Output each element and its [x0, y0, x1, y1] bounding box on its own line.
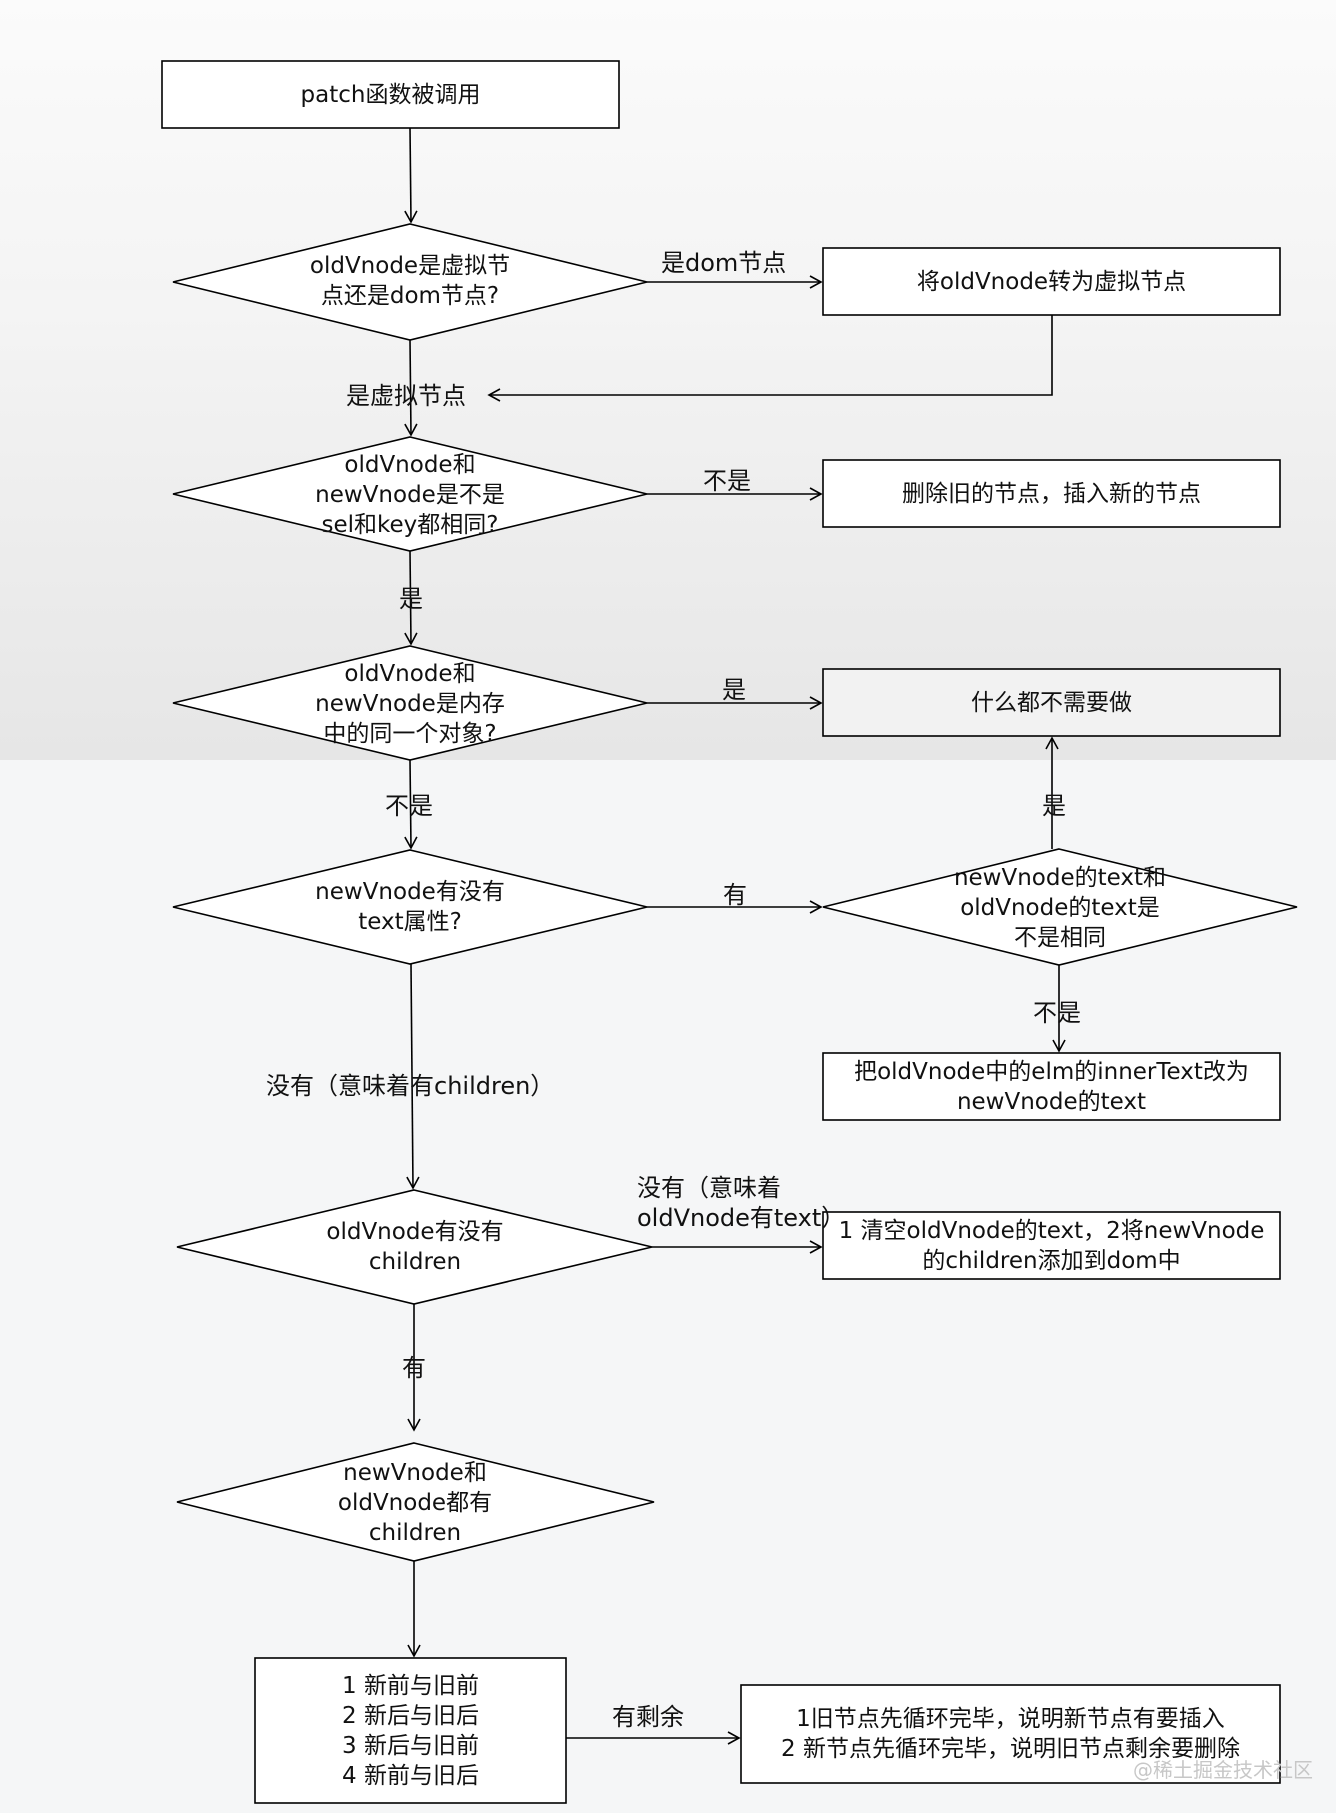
edge-isvnode-to-samekey	[404, 339, 418, 437]
set-inner-text-label: 把oldVnode中的elm的innerText改为 newVnode的text	[854, 1058, 1249, 1115]
compare-strategies-label: 1 新前与旧前 2 新后与旧后 3 新后与旧前 4 新前与旧后	[342, 1672, 479, 1789]
to-vnode-box	[822, 247, 1281, 316]
edge-label-not-same-key: 不是	[703, 467, 751, 495]
edge-label-same-obj-yes: 是	[722, 676, 746, 704]
edge-label-text-same-yes: 是	[1042, 792, 1066, 820]
clear-add-box	[822, 1211, 1281, 1280]
edge-label-has-text-yes: 有	[723, 881, 747, 909]
to-vnode-label: 将oldVnode转为虚拟节点	[916, 268, 1187, 295]
delete-insert-label: 删除旧的节点，插入新的节点	[902, 480, 1201, 507]
remaining-box	[740, 1684, 1281, 1784]
old-has-children-label: oldVnode有没有 children	[326, 1219, 504, 1275]
compare-strategies-box	[254, 1657, 567, 1804]
edge-label-has-children: 有	[402, 1354, 426, 1382]
edge-start-to-isvnode	[404, 127, 418, 224]
edge-label-is-virtual: 是虚拟节点	[346, 382, 466, 410]
text-same-label: newVnode的text和 oldVnode的text是 不是相同	[953, 865, 1167, 951]
start-label: patch函数被调用	[300, 81, 481, 108]
edge-label-same-key: 是	[399, 585, 423, 613]
remaining-label: 1旧节点先循环完毕，说明新节点有要插入 2 新节点先循环完毕，说明旧节点剩余要删…	[781, 1706, 1240, 1762]
watermark: @稀土掘金技术社区	[1133, 1758, 1313, 1782]
do-nothing-label: 什么都不需要做	[971, 689, 1132, 716]
set-inner-text-box	[822, 1052, 1281, 1121]
edge-sameobj-to-hastext	[404, 759, 418, 850]
both-children-label: newVnode和 oldVnode都有 children	[337, 1460, 493, 1546]
same-sel-key-label: oldVnode和 newVnode是不是 sel和key都相同?	[315, 452, 505, 538]
edge-label-no-text: 没有（意味着有children）	[266, 1072, 555, 1100]
edge-samekey-to-sameobj	[404, 550, 418, 646]
edge-label-has-remaining: 有剩余	[612, 1703, 684, 1731]
clear-add-label: 1 清空oldVnode的text，2将newVnode 的children添加…	[838, 1217, 1265, 1274]
edge-hastext-to-oldchildren	[406, 963, 420, 1190]
edge-label-is-dom: 是dom节点	[661, 249, 787, 277]
do-nothing-box	[822, 668, 1281, 737]
edge-label-same-obj-no: 不是	[385, 792, 433, 820]
edge-label-no-children: 没有（意味着 oldVnode有text）	[637, 1174, 846, 1232]
has-text-diamond	[172, 849, 648, 965]
delete-insert-box	[822, 459, 1281, 528]
edge-tovnode-back	[487, 315, 1053, 402]
is-vnode-label: oldVnode是虚拟节 点还是dom节点?	[309, 253, 511, 309]
start-box	[161, 60, 620, 129]
edge-label-text-same-no: 不是	[1033, 999, 1081, 1027]
same-object-label: oldVnode和 newVnode是内存 中的同一个对象?	[315, 661, 505, 747]
has-text-label: newVnode有没有 text属性?	[315, 879, 505, 935]
